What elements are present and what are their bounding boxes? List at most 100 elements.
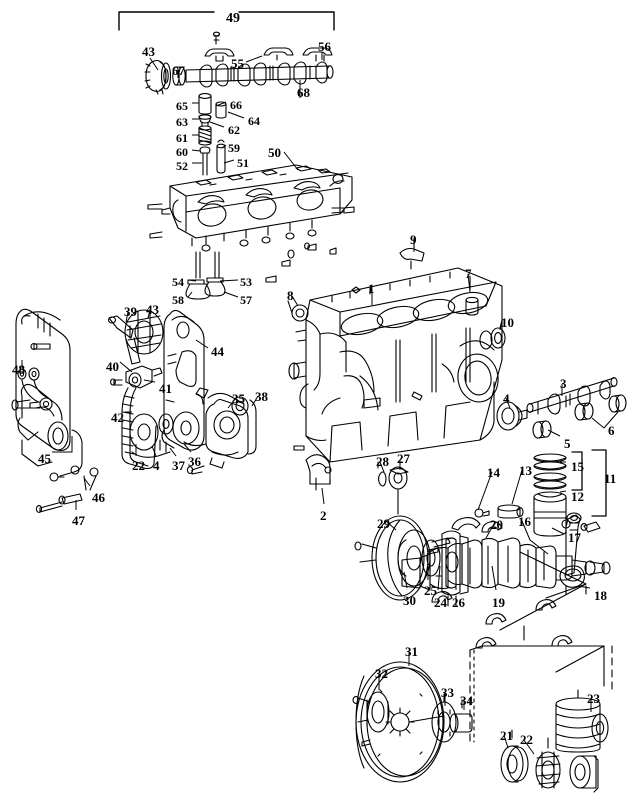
bearing-cap-56 xyxy=(302,47,333,62)
block-fasteners xyxy=(265,237,506,350)
callout-number-4: 4 xyxy=(503,391,510,406)
crank-gear-27-key-28 xyxy=(377,461,409,515)
cam-sprocket-43b xyxy=(124,309,164,355)
camshaft-assembly xyxy=(144,31,334,95)
callout-number-40: 40 xyxy=(106,359,119,374)
callout-number-53: 53 xyxy=(240,275,252,289)
flywheel-31 xyxy=(352,661,473,783)
pin-clip-14 xyxy=(474,508,490,518)
grommet-46-bolt-47 xyxy=(35,472,97,513)
callout-number-32: 32 xyxy=(375,666,388,681)
callout-number-42: 42 xyxy=(111,410,124,425)
bushing-5 xyxy=(532,420,552,439)
callout-number-48: 48 xyxy=(12,362,25,377)
callout-number-38: 38 xyxy=(255,389,268,404)
callout-number-30: 30 xyxy=(403,593,416,608)
callout-number-9: 9 xyxy=(410,232,417,247)
callout-number-16: 16 xyxy=(518,514,531,529)
callout-number-29: 29 xyxy=(377,516,390,531)
callout-number-12: 12 xyxy=(571,489,584,504)
balance-shaft-3 xyxy=(496,377,627,439)
callout-number-46: 46 xyxy=(92,490,105,505)
callout-number-65: 65 xyxy=(176,99,188,113)
callout-number-22: 22 xyxy=(132,458,145,473)
crank-pulley-29 xyxy=(354,515,451,601)
callout-number-41: 41 xyxy=(159,381,172,396)
callout-number-36: 36 xyxy=(188,454,201,469)
camshaft-68 xyxy=(185,61,334,88)
seal-plate xyxy=(569,755,599,793)
piston-pin-13 xyxy=(497,504,524,519)
valves-53-54-57-58 xyxy=(185,251,226,300)
water-pump-35 xyxy=(183,387,257,475)
oil-pump-rotor-23 xyxy=(555,689,609,753)
timing-gear-22 xyxy=(535,737,561,789)
bushing-6 xyxy=(574,394,627,421)
piston-rings-15 xyxy=(533,453,567,490)
callout-number-63: 63 xyxy=(176,115,188,129)
callout-number-57: 57 xyxy=(240,293,252,307)
callout-number-47: 47 xyxy=(72,513,85,528)
idler-36 xyxy=(158,413,174,453)
callout-number-59: 59 xyxy=(228,141,240,155)
callout-number-5: 5 xyxy=(564,436,571,451)
camshaft-oil-seal-67 xyxy=(172,66,186,86)
timing-belt-and-sprockets xyxy=(107,309,257,475)
callout-number-39: 39 xyxy=(124,304,137,319)
callout-number-64: 64 xyxy=(248,114,260,128)
callout-number-6: 6 xyxy=(608,423,615,438)
callout-number-33: 33 xyxy=(441,685,454,700)
camshaft-sprocket-43 xyxy=(144,59,172,95)
callout-number-8: 8 xyxy=(287,288,294,303)
piston-assembly-11 xyxy=(474,449,607,537)
oil-pickup-bracket-2 xyxy=(293,445,332,491)
tensioner-41 xyxy=(110,365,163,389)
valvetrain-small-parts xyxy=(198,93,227,176)
bearing-21 xyxy=(500,729,529,783)
callout-number-15: 15 xyxy=(571,459,584,474)
callout-number-44: 44 xyxy=(211,344,224,359)
callout-number-51: 51 xyxy=(237,156,249,170)
callout-number-35: 35 xyxy=(232,391,245,406)
callout-number-24: 24 xyxy=(434,595,447,610)
callout-number-34: 34 xyxy=(460,693,473,708)
callout-number-43: 43 xyxy=(146,302,159,317)
callout-number-13: 13 xyxy=(519,463,532,478)
callout-number-67: 67 xyxy=(172,63,185,78)
callout-number-54: 54 xyxy=(172,275,184,289)
callout-number-3: 3 xyxy=(560,376,567,391)
callout-number-61: 61 xyxy=(176,131,188,145)
callout-number-68: 68 xyxy=(297,85,310,100)
cylinder-head-50 xyxy=(147,164,355,252)
callout-number-52: 52 xyxy=(176,159,188,173)
callout-number-2: 2 xyxy=(320,508,327,523)
callout-number-4: 4 xyxy=(153,458,160,473)
callout-number-62: 62 xyxy=(228,123,240,137)
callout-number-22: 22 xyxy=(520,732,533,747)
crankshaft-19 xyxy=(401,537,611,591)
group-bracket-49 xyxy=(118,11,335,31)
callout-number-7: 7 xyxy=(465,266,472,281)
callout-number-58: 58 xyxy=(172,293,184,307)
callout-number-23: 23 xyxy=(587,691,600,706)
callout-number-25: 25 xyxy=(424,583,437,598)
callout-number-11: 11 xyxy=(604,471,617,486)
callout-number-18: 18 xyxy=(594,588,607,603)
callout-number-45: 45 xyxy=(38,451,51,466)
callout-number-14: 14 xyxy=(487,465,500,480)
bearing-cap-55b xyxy=(263,47,294,61)
callout-number-21: 21 xyxy=(500,728,513,743)
callout-number-66: 66 xyxy=(230,98,242,112)
callout-number-17: 17 xyxy=(568,530,581,545)
lifter-66 xyxy=(215,101,227,119)
callout-number-55: 55 xyxy=(231,56,244,71)
valve-spring-61 xyxy=(198,125,212,146)
callout-number-20: 20 xyxy=(490,517,503,532)
connecting-rod-16 xyxy=(559,512,601,595)
callout-number-43: 43 xyxy=(142,44,155,59)
guide-59 xyxy=(216,139,226,174)
cylinder-block-1 xyxy=(288,267,503,463)
callout-number-10: 10 xyxy=(501,315,514,330)
